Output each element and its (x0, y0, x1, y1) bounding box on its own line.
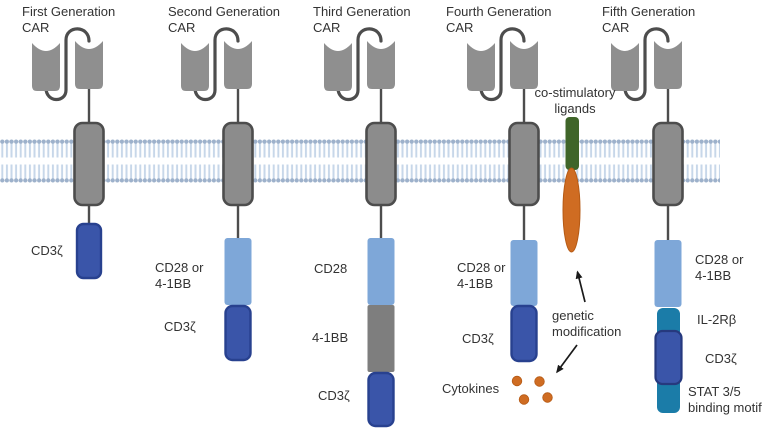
cytokine-dot (511, 375, 523, 387)
car3-backbone (322, 27, 398, 245)
car2-costim-domain (224, 238, 252, 305)
car5-stat-label-line1: STAT 3/5 (688, 384, 741, 399)
car5-il2rb-label: IL-2Rβ (697, 312, 737, 327)
cytokine-dot (534, 376, 545, 387)
car5-backbone (609, 27, 685, 245)
car4-costim-label: CD28 or 4-1BB (457, 260, 505, 292)
genetic-modification-line1: genetic (552, 308, 594, 323)
car5-costim-label-line2: 4-1BB (695, 268, 732, 283)
car4-costim-domain (510, 240, 538, 306)
car2-costim-label: CD28 or 4-1BB (155, 260, 203, 292)
car3-cd28-domain (367, 238, 395, 305)
car4-costim-label-line2: 4-1BB (457, 276, 494, 291)
car4-title-line2: CAR (446, 20, 474, 35)
cell-membrane (0, 137, 720, 185)
car1-cd3z-label: CD3ζ (31, 243, 63, 258)
arrow-to-ligand (575, 270, 586, 303)
car3-title-line2: CAR (313, 20, 341, 35)
car3-cd3z-domain (367, 371, 395, 428)
car3-cd3z-label: CD3ζ (318, 388, 350, 403)
car2-title-line1: Second Generation (168, 4, 281, 19)
car4-backbone (465, 27, 541, 245)
car5-costim-domain (654, 240, 682, 307)
costim-ligand-shape (565, 117, 579, 170)
car5-title: Fifth Generation CAR (602, 4, 695, 36)
genetic-modification-line2: modification (552, 324, 622, 339)
car4-cd3z-domain (510, 304, 538, 363)
car5-cd3z-domain (654, 329, 683, 386)
car3-title: Third Generation CAR (313, 4, 411, 36)
car2-costim-label-line2: 4-1BB (155, 276, 192, 291)
car5-title-line1: Fifth Generation (602, 4, 696, 19)
car2-cd3z-label: CD3ζ (164, 319, 196, 334)
car4-title: Fourth Generation CAR (446, 4, 552, 36)
car2-title-line2: CAR (168, 20, 196, 35)
car5-stat-label: STAT 3/5 binding motif (688, 384, 762, 416)
costim-ligands-label-line2: ligands (554, 101, 596, 116)
car2-costim-label-line1: CD28 or (155, 260, 204, 275)
cytokine-dot (518, 394, 530, 405)
car5-stat-label-line2: binding motif (688, 400, 762, 415)
costim-ligands-label-line1: co-stimulatory (534, 85, 616, 100)
car5-costim-label-line1: CD28 or (695, 252, 744, 267)
car5-cd3z-label: CD3ζ (705, 351, 737, 366)
car5-costim-label: CD28 or 4-1BB (695, 252, 743, 284)
car4-costim-label-line1: CD28 or (457, 260, 506, 275)
car2-title: Second Generation CAR (168, 4, 280, 36)
ligand-oval-shape (562, 167, 581, 253)
car2-cd3z-domain (224, 304, 252, 362)
car4-cd3z-label: CD3ζ (462, 331, 494, 346)
car1-backbone (30, 27, 106, 245)
car3-41bb-domain (367, 305, 395, 372)
car2-backbone (179, 27, 255, 245)
car1-title-line2: CAR (22, 20, 50, 35)
cytokines-label: Cytokines (442, 381, 500, 396)
car3-41bb-label: 4-1BB (312, 330, 349, 345)
cytokine-dot (542, 392, 553, 403)
costim-ligands-label: co-stimulatory ligands (528, 85, 622, 117)
car1-title-line1: First Generation (22, 4, 116, 19)
car5-title-line2: CAR (602, 20, 630, 35)
arrow-to-cytokines (556, 344, 578, 374)
car3-title-line1: Third Generation (313, 4, 411, 19)
car3-cd28-label: CD28 (314, 261, 348, 276)
genetic-modification-label: genetic modification (552, 308, 621, 340)
car4-title-line1: Fourth Generation (446, 4, 552, 19)
car1-cd3z-domain (75, 222, 103, 280)
car1-title: First Generation CAR (22, 4, 115, 36)
